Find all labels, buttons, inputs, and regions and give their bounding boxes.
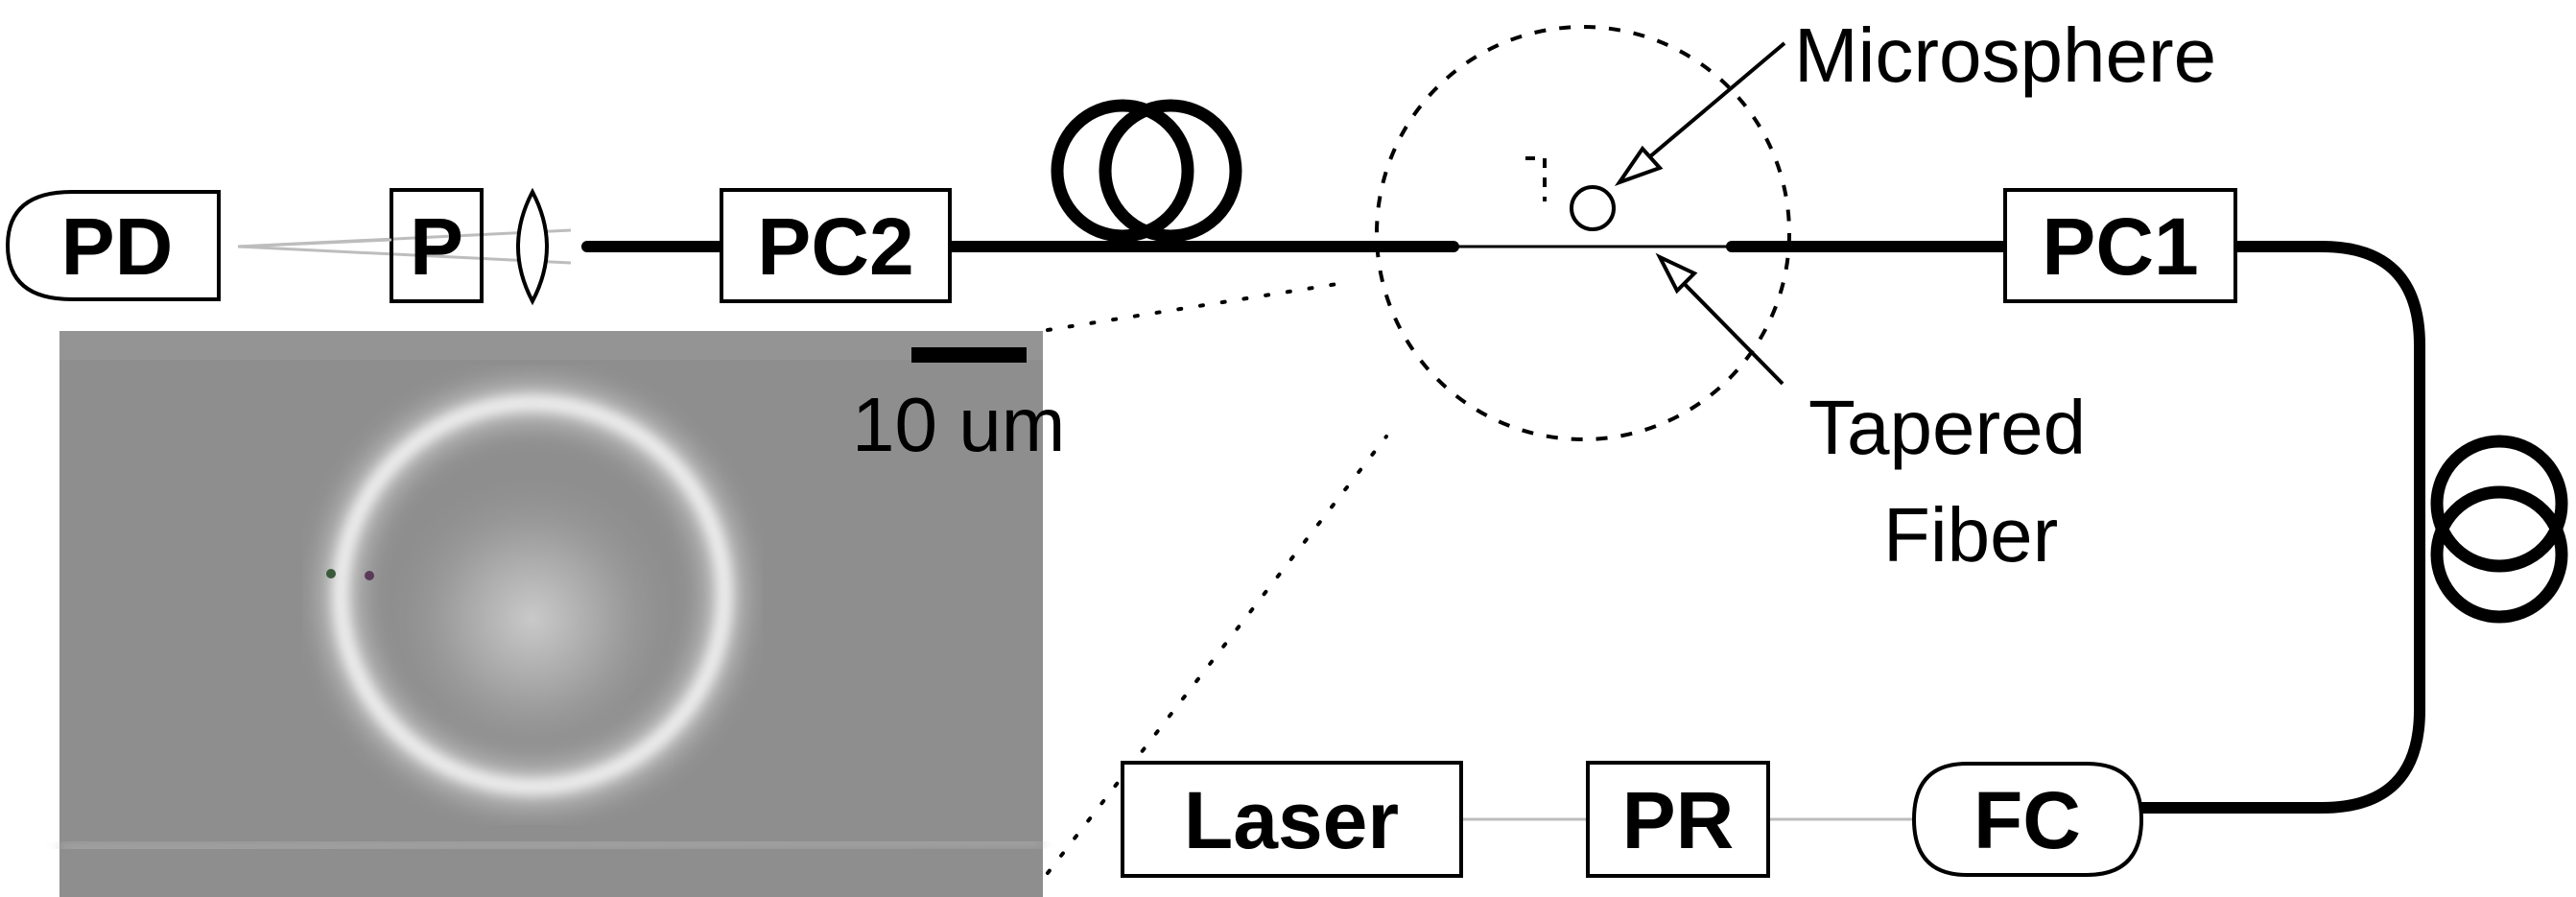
pd-label: PD	[61, 201, 174, 292]
micrograph-center-glow	[379, 465, 686, 772]
fiber-coil-icon	[1051, 99, 1242, 243]
microsphere-arrow	[1614, 41, 1786, 186]
pc1-controller: PC1	[2003, 188, 2237, 303]
p-label: P	[410, 201, 463, 292]
laser-label: Laser	[1184, 775, 1399, 865]
scale-bar-label: 10 um	[852, 382, 1065, 467]
pc2-label: PC2	[757, 201, 913, 292]
biconvex-lens-icon	[516, 187, 549, 306]
pr-rotator: PR	[1586, 761, 1770, 878]
fiber-label: Fiber	[1883, 492, 2058, 578]
zoom-line-upper	[1046, 281, 1345, 332]
fc-label: FC	[1973, 775, 2081, 865]
microsphere-icon	[1570, 185, 1616, 231]
pd-detector: PD	[5, 190, 221, 301]
fiber-pc1-to-fc	[2136, 241, 2425, 814]
polarizer-p: P	[237, 188, 484, 303]
pr-label: PR	[1622, 775, 1735, 865]
pc1-label: PC1	[2042, 201, 2198, 292]
micrograph-ring	[333, 395, 732, 794]
microsphere-micrograph	[59, 331, 1044, 897]
fc-coupler: FC	[1911, 762, 2144, 877]
pc2-controller: PC2	[720, 188, 952, 303]
microsphere-region-outline	[1525, 156, 1547, 201]
laser-source: Laser	[1121, 761, 1463, 878]
tapered-fiber-arrow	[1655, 252, 1784, 386]
fiber-coil-icon	[2430, 435, 2568, 624]
microsphere-label: Microsphere	[1794, 12, 2216, 98]
magnification-circle	[1375, 25, 1791, 441]
zoom-line-lower	[1046, 435, 1388, 875]
tapered-label: Tapered	[1808, 385, 2086, 470]
micrograph-fiber-line	[59, 839, 1044, 851]
